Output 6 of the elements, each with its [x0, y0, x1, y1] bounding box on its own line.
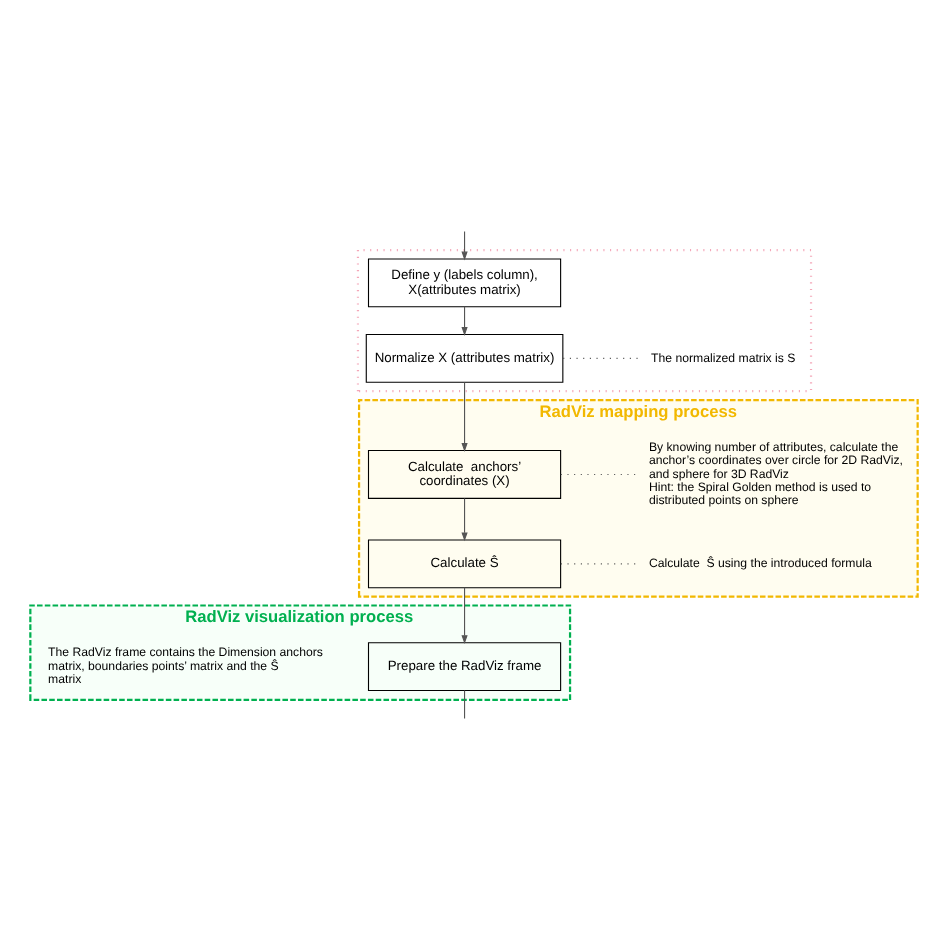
arrow	[461, 496, 468, 541]
arrow	[461, 381, 468, 452]
arrow	[461, 229, 468, 260]
connector	[464, 688, 466, 719]
arrow	[461, 586, 468, 644]
arrow	[461, 305, 468, 335]
